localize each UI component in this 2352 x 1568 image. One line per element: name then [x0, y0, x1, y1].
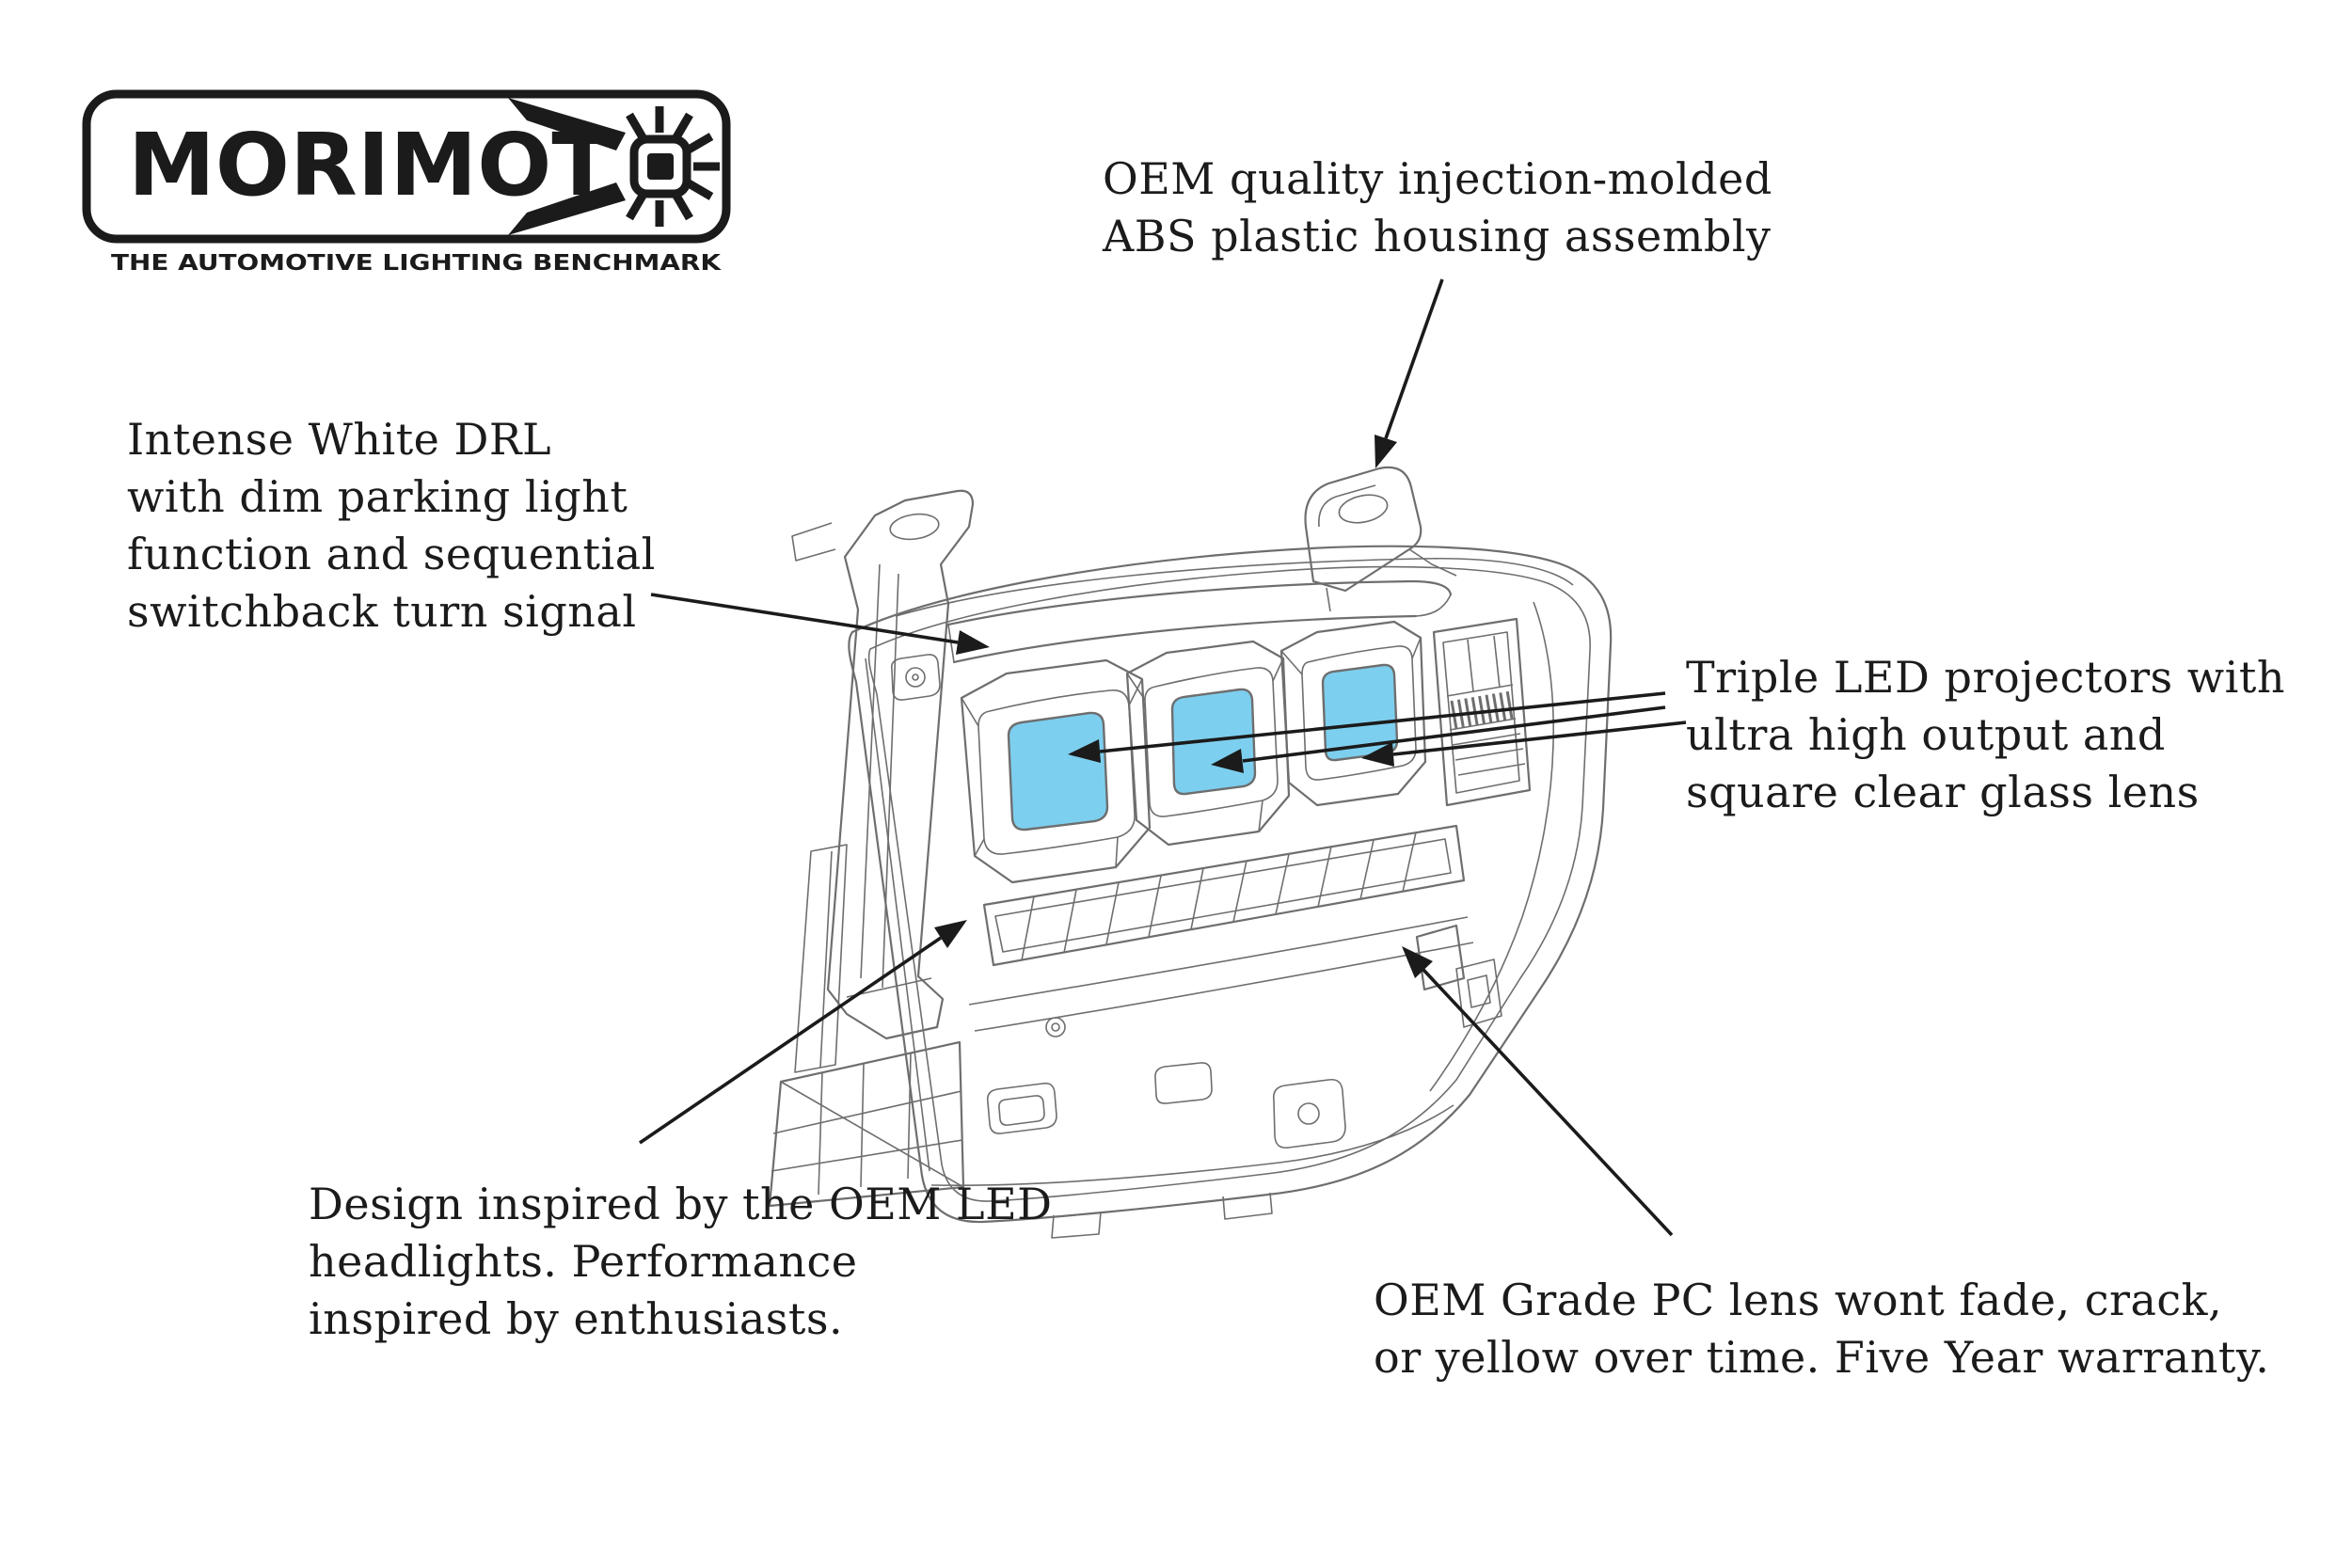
- morimoto-logo: MORIMOT THE AUTOMOTI: [82, 89, 731, 276]
- arrow-projector-1: [1068, 691, 1666, 763]
- headlight-drawing: [768, 466, 1613, 1239]
- callout-arrows: [638, 278, 1687, 1237]
- arrow-projector-2: [1211, 705, 1666, 773]
- adjuster-pads: [890, 654, 1346, 1149]
- note-housing: OEM quality injection-molded ABS plastic…: [1103, 153, 1772, 261]
- housing-inner-outline: [867, 565, 1591, 1202]
- arrow-housing: [1375, 278, 1444, 468]
- logo-border: [82, 89, 731, 244]
- turn-signal-strip: [968, 824, 1474, 1032]
- note-projectors: Triple LED projectors with ultra high ou…: [1686, 652, 2285, 817]
- projector-lens-1: [1007, 711, 1109, 832]
- arrow-drl: [650, 593, 990, 655]
- projector-pod-3: [1279, 620, 1427, 807]
- arrow-pc-lens: [1402, 946, 1674, 1237]
- arrow-projector-3: [1361, 721, 1687, 767]
- logo-wordmark: MORIMOT: [128, 115, 612, 215]
- bottom-tabs: [1051, 1192, 1273, 1239]
- note-design: Design inspired by the OEM LED headlight…: [309, 1179, 1053, 1344]
- projector-pod-2: [1125, 640, 1291, 847]
- drl-strip: [895, 557, 1574, 664]
- note-pc-lens: OEM Grade PC lens wont fade, crack, or y…: [1374, 1275, 2270, 1383]
- mounting-tab-top: [1304, 466, 1457, 612]
- mounting-bracket-lower-left: [768, 844, 965, 1208]
- mounting-bracket-left: [791, 489, 975, 1040]
- turn-signal-hatch: [1021, 832, 1417, 961]
- mounting-bracket-right: [1415, 924, 1502, 1028]
- projector-pod-1: [960, 658, 1152, 884]
- note-drl: Intense White DRL with dim parking light…: [127, 414, 656, 637]
- housing-outline: [848, 545, 1613, 1224]
- logo-sunburst-o-icon: [508, 98, 720, 235]
- logo-tagline: THE AUTOMOTIVE LIGHTING BENCHMARK: [111, 251, 722, 276]
- arrow-design: [638, 920, 967, 1145]
